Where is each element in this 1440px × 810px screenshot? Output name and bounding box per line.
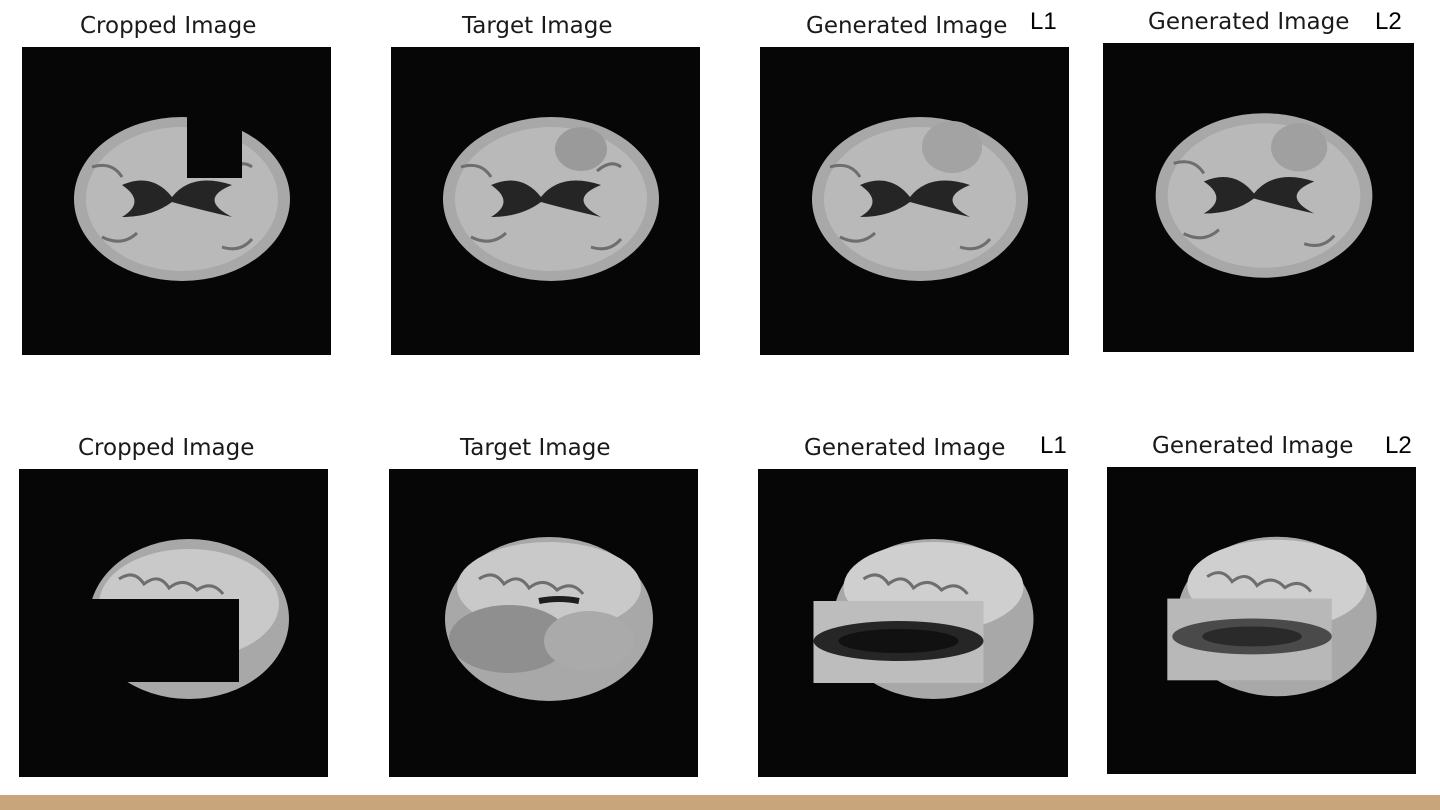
footer-bar [0,795,1440,810]
panel-title: Generated Image [1152,433,1354,459]
loss-tag: L1 [1040,432,1067,459]
panel-title: Generated Image [806,13,1008,39]
panel-title: Target Image [462,13,613,39]
loss-tag: L2 [1385,432,1412,459]
panel-title: Generated Image [1148,9,1350,35]
panel-title: Target Image [460,435,611,461]
brain-scan-image [758,469,1068,777]
brain-scan-graphic [74,115,290,281]
loss-tag: L1 [1030,8,1057,35]
brain-scan-graphic [443,117,659,281]
panel-title: Cropped Image [78,435,255,461]
brain-scan-image [389,469,698,777]
panel-title: Generated Image [804,435,1006,461]
brain-scan-image [1103,43,1414,352]
brain-scan-image [22,47,331,355]
brain-scan-graphic [812,117,1028,281]
panel-title: Cropped Image [80,13,257,39]
brain-scan-image [391,47,700,355]
brain-scan-image [760,47,1069,355]
brain-scan-image [19,469,328,777]
brain-scan-graphic [1167,536,1377,697]
brain-scan-graphic [813,539,1034,699]
loss-tag: L2 [1375,8,1402,35]
brain-scan-graphic [79,539,289,699]
brain-scan-graphic [1155,113,1373,278]
brain-scan-image [1107,467,1416,774]
brain-scan-graphic [445,537,653,701]
